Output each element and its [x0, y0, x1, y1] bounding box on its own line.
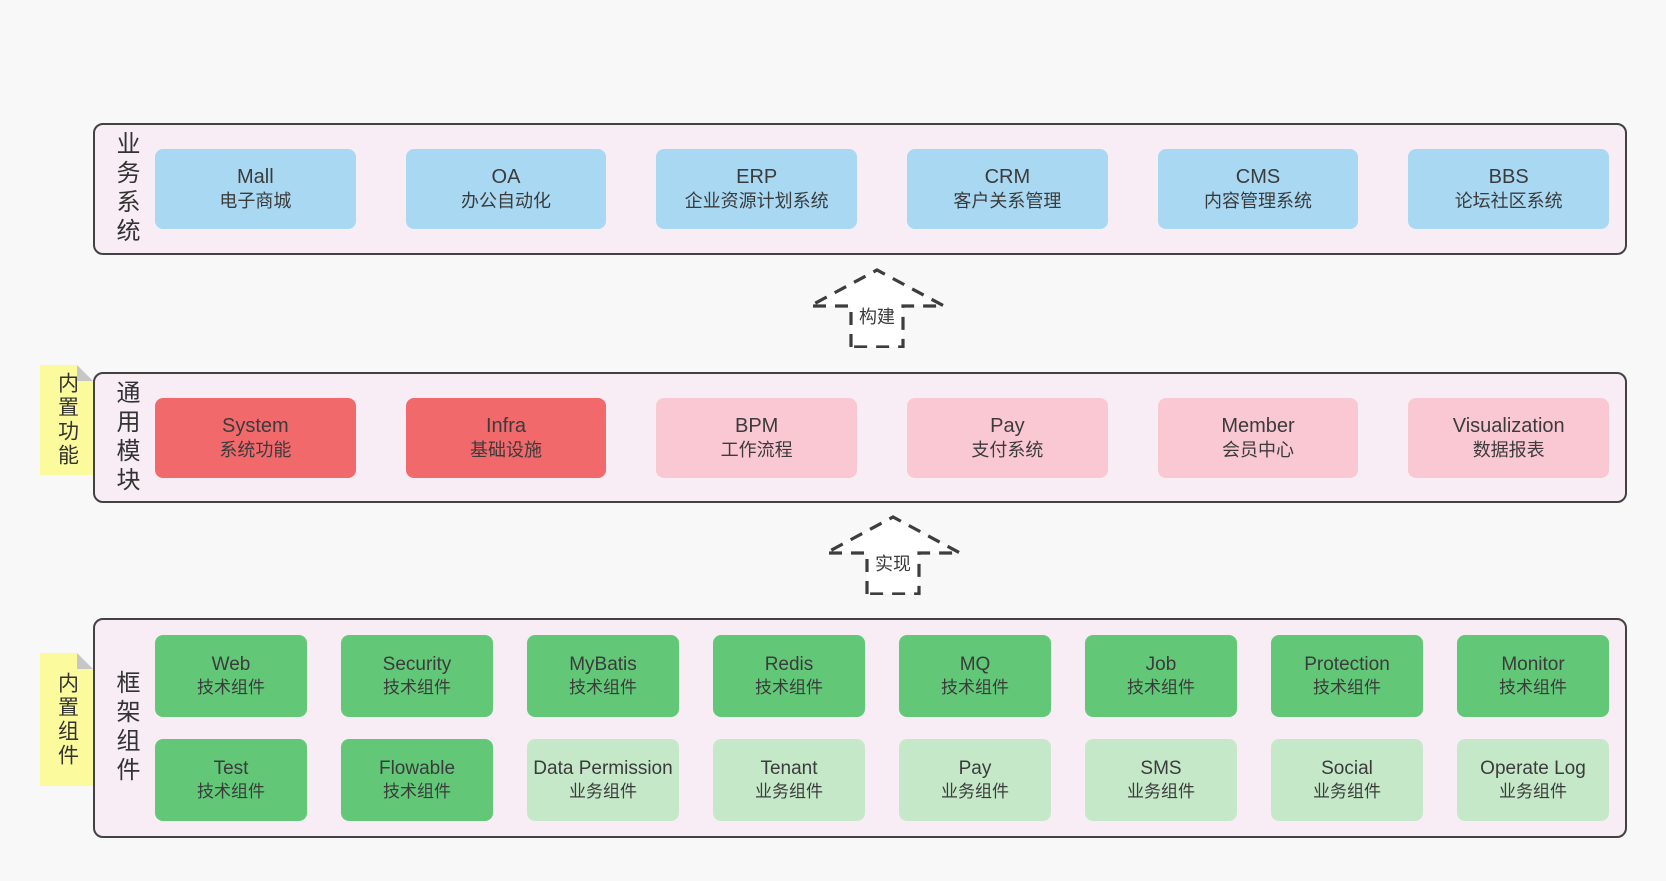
box-mybatis: MyBatis 技术组件	[527, 635, 679, 717]
box-data-permission: Data Permission 业务组件	[527, 739, 679, 821]
band-common-modules: 通用模块 System 系统功能 Infra 基础设施 BPM 工作流程 Pay…	[93, 372, 1627, 503]
box-visualization: Visualization 数据报表	[1408, 397, 1610, 478]
band-common-modules-label: 通用模块	[112, 379, 139, 496]
box-member: Member 会员中心	[1157, 397, 1359, 478]
band-framework-components: 框架组件 Web 技术组件 Security 技术组件 MyBatis 技术组件…	[93, 618, 1627, 838]
band-framework-components-label: 框架组件	[112, 670, 139, 786]
box-bbs: BBS 论坛社区系统	[1408, 149, 1610, 229]
business-systems-row: Mall 电子商城 OA 办公自动化 ERP 企业资源计划系统 CRM 客户关系…	[95, 125, 1625, 253]
box-operate-log: Operate Log 业务组件	[1457, 739, 1609, 821]
box-monitor: Monitor 技术组件	[1457, 635, 1609, 717]
box-bpm: BPM 工作流程	[656, 397, 858, 478]
box-crm: CRM 客户关系管理	[907, 149, 1108, 229]
box-flowable: Flowable 技术组件	[341, 739, 493, 821]
box-social: Social 业务组件	[1271, 739, 1423, 821]
sticky-built-in-features: 内置功能	[40, 365, 93, 475]
box-oa: OA 办公自动化	[405, 149, 607, 229]
box-mall: Mall 电子商城	[155, 149, 356, 229]
common-modules-row: System 系统功能 Infra 基础设施 BPM 工作流程 Pay 支付系统…	[95, 374, 1625, 501]
build-arrow: 构建	[807, 268, 947, 348]
box-security: Security 技术组件	[341, 635, 493, 717]
box-redis: Redis 技术组件	[713, 635, 865, 717]
framework-components-rows: Web 技术组件 Security 技术组件 MyBatis 技术组件 Redi…	[95, 620, 1625, 836]
box-job: Job 技术组件	[1085, 635, 1237, 717]
framework-components-row-2: Test 技术组件 Flowable 技术组件 Data Permission …	[155, 739, 1609, 821]
implement-arrow-label: 实现	[872, 549, 914, 577]
box-test: Test 技术组件	[155, 739, 307, 821]
band-business-systems-label: 业务系统	[112, 131, 139, 247]
box-sms: SMS 业务组件	[1085, 739, 1237, 821]
sticky-built-in-components: 内置组件	[40, 653, 93, 786]
box-erp: ERP 企业资源计划系统	[656, 149, 858, 229]
box-infra: Infra 基础设施	[405, 397, 607, 478]
implement-arrow: 实现	[823, 515, 963, 595]
box-web: Web 技术组件	[155, 635, 307, 717]
box-pay-module: Pay 支付系统	[907, 397, 1108, 478]
box-system: System 系统功能	[155, 397, 356, 478]
band-business-systems: 业务系统 Mall 电子商城 OA 办公自动化 ERP 企业资源计划系统 CRM…	[93, 123, 1627, 255]
box-cms: CMS 内容管理系统	[1157, 149, 1359, 229]
build-arrow-label: 构建	[856, 302, 898, 330]
box-tenant: Tenant 业务组件	[713, 739, 865, 821]
framework-components-row-1: Web 技术组件 Security 技术组件 MyBatis 技术组件 Redi…	[155, 635, 1609, 717]
box-pay-component: Pay 业务组件	[899, 739, 1051, 821]
box-mq: MQ 技术组件	[899, 635, 1051, 717]
box-protection: Protection 技术组件	[1271, 635, 1423, 717]
